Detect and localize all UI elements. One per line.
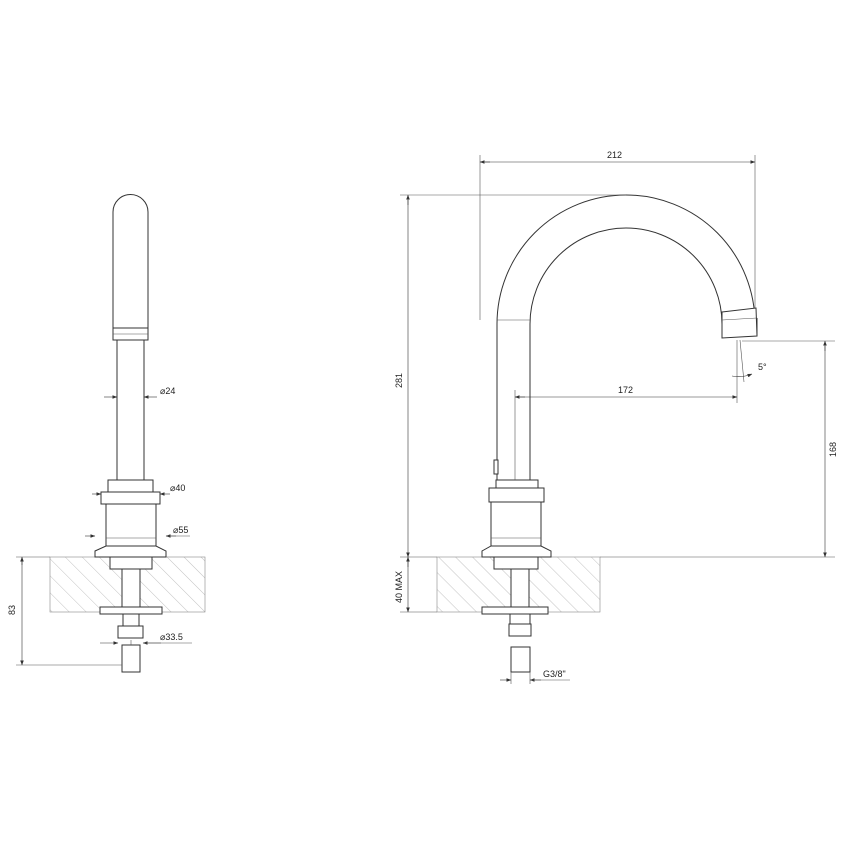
- base-flange: [481, 545, 552, 558]
- fixing-plate: [481, 606, 549, 615]
- collar: [495, 479, 539, 489]
- dim-body-diameter: ⌀55: [85, 525, 190, 538]
- shank: [121, 568, 141, 608]
- base-flange: [94, 545, 167, 558]
- dim-thread: G3/8": [500, 669, 570, 684]
- dim-under-counter-height: 83: [7, 556, 122, 666]
- connector: [510, 646, 531, 673]
- collar-ring: [488, 487, 545, 503]
- label-under-counter-height: 83: [7, 605, 17, 615]
- spout-nozzle: [721, 307, 758, 339]
- dim-tube-diameter: ⌀24: [104, 386, 175, 399]
- collar: [107, 479, 154, 493]
- nut: [117, 625, 144, 639]
- label-connector-diameter: ⌀33.5: [160, 632, 183, 642]
- shank: [510, 568, 530, 608]
- spout-head: [112, 194, 149, 331]
- spout-tube: [116, 339, 145, 481]
- dim-connector-diameter: ⌀33.5: [100, 632, 192, 645]
- connector: [121, 644, 141, 673]
- shank-lower: [122, 613, 140, 627]
- dim-total-height: 281: [394, 194, 626, 558]
- label-spout-height: 168: [828, 442, 838, 457]
- label-tube-diameter: ⌀24: [160, 386, 175, 396]
- shank-sleeve: [109, 556, 153, 570]
- label-spout-reach-outer: 212: [607, 150, 622, 160]
- front-view: 212 281 40 MAX 172 5°: [394, 150, 838, 684]
- side-view: ⌀24 ⌀40 ⌀55 ⌀33.5 83: [7, 194, 206, 673]
- label-counter-thickness: 40 MAX: [394, 571, 404, 603]
- shank-sleeve: [493, 556, 539, 570]
- fixing-plate: [99, 606, 163, 615]
- gooseneck-spout: [496, 194, 758, 481]
- collar-ring: [100, 491, 161, 505]
- dim-collar-diameter: ⌀40: [92, 483, 185, 496]
- lever-pin: [493, 459, 499, 475]
- label-spout-angle: 5°: [758, 362, 767, 372]
- label-total-height: 281: [394, 373, 404, 388]
- label-body-diameter: ⌀55: [173, 525, 188, 535]
- shank-lower: [509, 613, 531, 625]
- dim-counter-thickness: 40 MAX: [394, 556, 437, 613]
- dim-spout-angle: 5°: [731, 339, 767, 383]
- label-collar-diameter: ⌀40: [170, 483, 185, 493]
- label-thread: G3/8": [543, 669, 566, 679]
- label-spout-reach: 172: [618, 385, 633, 395]
- dim-spout-height: 168: [600, 340, 838, 558]
- nut: [508, 623, 532, 637]
- body: [490, 501, 542, 547]
- dim-spout-reach: 172: [514, 340, 738, 480]
- body: [105, 503, 157, 547]
- dim-spout-reach-outer: 212: [479, 150, 756, 320]
